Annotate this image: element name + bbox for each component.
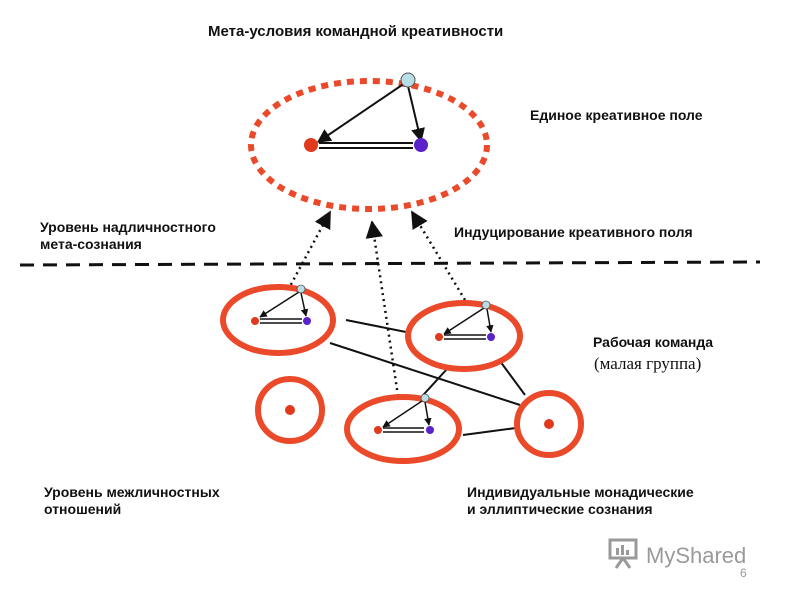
label-supra-personal-line1: Уровень надличностного [40,219,216,235]
induce-arrow-left [286,210,332,291]
group-d-arrow-right [424,401,432,426]
induce-arrow-right [410,210,467,301]
top-node-red [304,138,318,152]
top-node-purple [414,138,428,152]
group-b-node-purple [487,333,495,341]
group-b-node-red [435,333,443,341]
top-node-lightblue [400,72,416,88]
group-b-arrow-left [443,307,485,335]
link-d-e [462,427,517,436]
watermark: MyShared [606,536,746,575]
group-b-arrow-right [486,308,494,333]
group-d-arrow-left [382,400,423,428]
label-small-group: (малая группа) [594,354,702,373]
page-number: 6 [740,566,747,580]
group-a-arrow-right [300,292,309,317]
label-supra-personal-line2: мета-сознания [40,236,142,252]
group-d-node-top [420,393,430,403]
label-interpersonal-line1: Уровень межличностных [44,484,220,500]
group-b-node-top [481,300,491,310]
label-individual-line1: Индивидуальные монадические [467,484,694,500]
top-arrow-left [316,82,406,143]
unified-field-ellipse [248,78,490,212]
group-d-ring [344,394,462,464]
presentation-icon [606,536,640,575]
watermark-brand: MyShared [646,542,747,568]
group-a-node-red [251,317,259,325]
group-a-arrow-left [259,291,300,318]
group-b-ring [405,300,523,372]
label-individual-line2: и эллиптические сознания [467,501,653,517]
group-d-node-red [374,426,382,434]
induce-arrow-middle [365,220,400,397]
group-c-node [285,405,295,415]
group-a-node-top [296,284,306,294]
label-work-team: Рабочая команда [593,334,714,350]
page-title: Мета-условия командной креативности [208,23,504,40]
top-arrow-right [407,85,425,143]
label-inducing: Индуцирование креативного поля [454,224,693,240]
label-unified-field: Единое креативное поле [530,107,703,123]
group-a-node-purple [303,317,311,325]
label-interpersonal-line2: отношений [44,501,122,517]
link-a-e [329,342,521,406]
group-e-node [544,419,554,429]
level-separator [19,260,761,267]
group-d-node-purple [426,426,434,434]
link-a-b [345,319,407,333]
group-a-ring [220,284,336,356]
